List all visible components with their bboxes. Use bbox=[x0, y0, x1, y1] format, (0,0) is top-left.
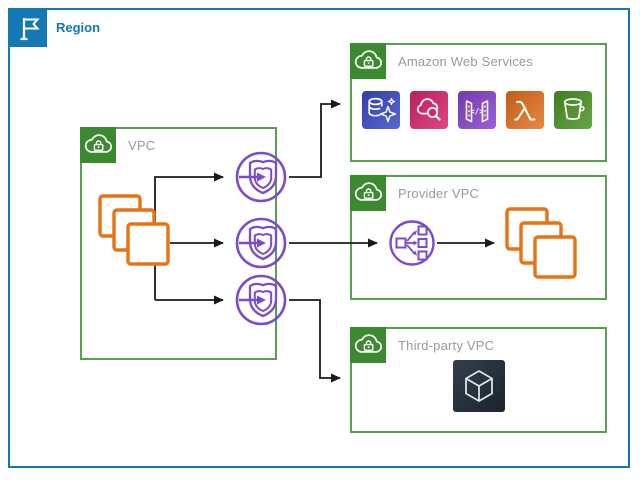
vpc-cloud-lock-icon bbox=[80, 127, 116, 163]
provider-vpc-label: Provider VPC bbox=[398, 186, 480, 201]
cloud-search-icon bbox=[410, 91, 448, 129]
third-party-vpc-label: Third-party VPC bbox=[398, 338, 495, 353]
vpc-instance-stack-icon bbox=[98, 194, 170, 266]
database-sparkle-icon bbox=[362, 91, 400, 129]
region-flag-icon bbox=[10, 10, 47, 47]
vpc-endpoint-shield-icon bbox=[235, 151, 287, 203]
provider-vpc-cloud-lock-icon bbox=[350, 175, 386, 211]
provider-instance-stack-icon bbox=[505, 207, 577, 279]
s3-bucket-icon bbox=[554, 91, 592, 129]
aws-service-icons: </> bbox=[362, 91, 592, 129]
svg-text:</>: </> bbox=[470, 107, 484, 116]
lambda-icon bbox=[506, 91, 544, 129]
region-label: Region bbox=[56, 20, 101, 35]
load-balancer-icon bbox=[389, 220, 435, 266]
api-gateway-icon: </> bbox=[458, 91, 496, 129]
vpc-endpoint-shield-icon bbox=[235, 274, 287, 326]
third-party-application-cube-icon bbox=[453, 360, 505, 412]
aws-label: Amazon Web Services bbox=[398, 54, 534, 69]
vpc-label: VPC bbox=[128, 138, 156, 153]
third-party-vpc-cloud-lock-icon bbox=[350, 327, 386, 363]
aws-cloud-lock-icon bbox=[350, 43, 386, 79]
vpc-endpoint-shield-icon bbox=[235, 217, 287, 269]
